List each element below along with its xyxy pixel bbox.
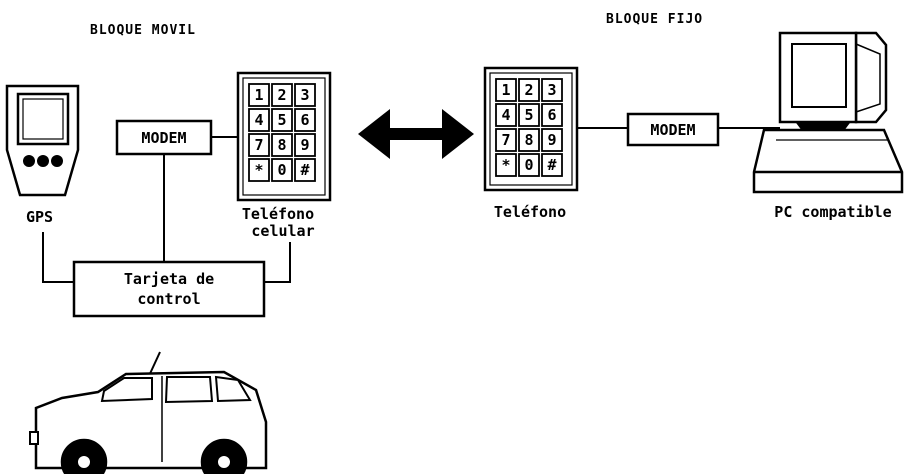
desk-phone-key: 0 bbox=[524, 156, 533, 174]
desk-phone-key: * bbox=[501, 156, 510, 174]
desk-phone-key: 3 bbox=[547, 81, 556, 99]
pc-label: PC compatible bbox=[774, 203, 891, 221]
desk-phone-key: 7 bbox=[501, 131, 510, 149]
cell-phone-key: 3 bbox=[300, 86, 309, 104]
mobile-modem-label: MODEM bbox=[141, 129, 186, 147]
cell-phone-label-line1: Teléfono bbox=[242, 205, 314, 223]
cell-phone-key: 0 bbox=[277, 161, 286, 179]
desk-phone-key: 1 bbox=[501, 81, 510, 99]
cell-phone-key: 5 bbox=[277, 111, 286, 129]
desk-phone-key: 9 bbox=[547, 131, 556, 149]
fixed-block-header: BLOQUE FIJO bbox=[606, 12, 703, 27]
cell-phone-key: * bbox=[254, 161, 263, 179]
desk-phone-key: 5 bbox=[524, 106, 533, 124]
mobile-block-header: BLOQUE MOVIL bbox=[90, 23, 196, 38]
cell-phone-key: 2 bbox=[277, 86, 286, 104]
control-board-label-line2: control bbox=[137, 290, 200, 308]
cell-phone-label-line2: celular bbox=[251, 222, 314, 240]
cell-phone-key: 4 bbox=[254, 111, 263, 129]
car-icon bbox=[30, 352, 266, 474]
pc-computer-icon bbox=[754, 33, 902, 192]
desk-phone-key: 6 bbox=[547, 106, 556, 124]
desk-phone-key: # bbox=[547, 156, 556, 174]
cell-phone-key: 1 bbox=[254, 86, 263, 104]
bidirectional-arrow-icon bbox=[358, 109, 474, 159]
cell-phone-key: # bbox=[300, 161, 309, 179]
desk-phone-key: 4 bbox=[501, 106, 510, 124]
gps-device-icon bbox=[7, 86, 78, 195]
desk-phone-key: 2 bbox=[524, 81, 533, 99]
fixed-phone-label: Teléfono bbox=[494, 203, 566, 221]
fixed-modem-label: MODEM bbox=[650, 121, 695, 139]
control-board-label-line1: Tarjeta de bbox=[124, 270, 214, 288]
gps-label: GPS bbox=[26, 208, 53, 226]
cell-phone-key: 6 bbox=[300, 111, 309, 129]
cell-phone-key: 8 bbox=[277, 136, 286, 154]
desk-phone-key: 8 bbox=[524, 131, 533, 149]
cell-phone-key: 7 bbox=[254, 136, 263, 154]
cell-phone-key: 9 bbox=[300, 136, 309, 154]
